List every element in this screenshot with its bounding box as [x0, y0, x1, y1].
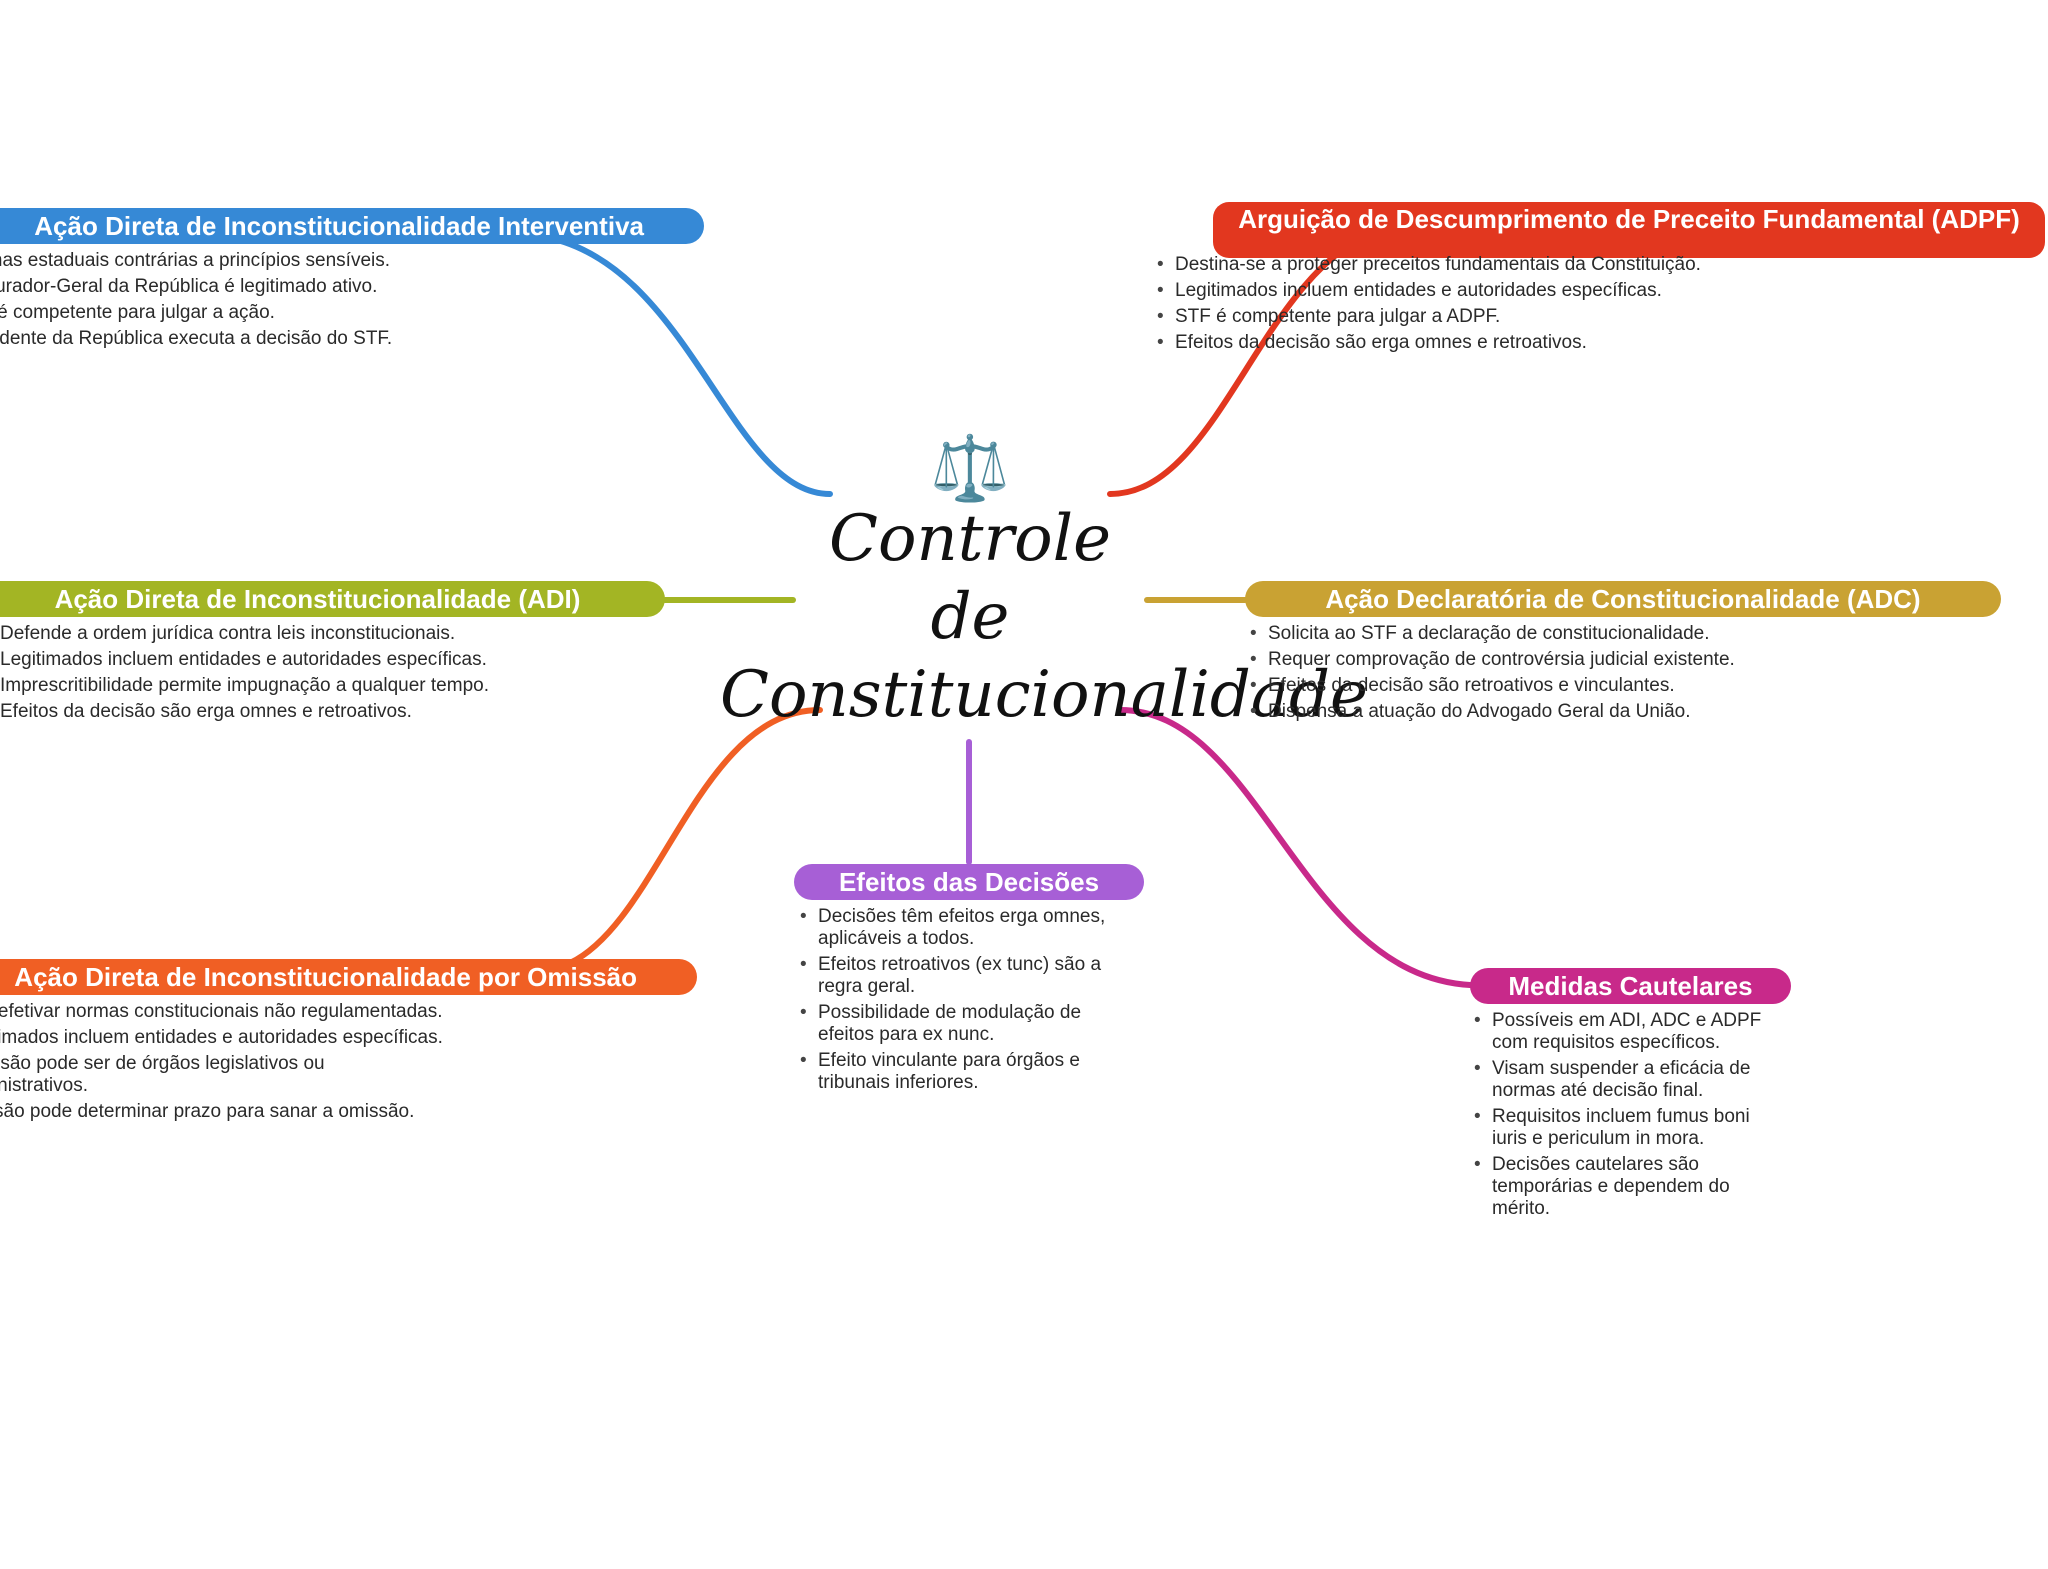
note-item: Legitimados incluem entidades e autorida… [0, 649, 502, 671]
topic-adi-interventiva[interactable]: Ação Direta de Inconstitucionalidade Int… [0, 208, 704, 244]
notes-efeitos-decisoes: Decisões têm efeitos erga omnes, aplicáv… [800, 906, 1140, 1098]
topic-adc[interactable]: Ação Declaratória de Constitucionalidade… [1245, 581, 2001, 617]
note-item: Decisões cautelares são temporárias e de… [1474, 1154, 1784, 1220]
note-item: Possíveis em ADI, ADC e ADPF com requisi… [1474, 1010, 1784, 1054]
central-title-line-3: Constitucionalidade [720, 658, 1368, 732]
note-item: Efeito vinculante para órgãos e tribunai… [800, 1050, 1140, 1094]
note-item: Efeitos da decisão são retroativos e vin… [1250, 675, 1810, 697]
notes-medidas-cautelares: Possíveis em ADI, ADC e ADPF com requisi… [1474, 1010, 1784, 1224]
notes-adc: Solicita ao STF a declaração de constitu… [1250, 623, 1810, 727]
note-item: Destina-se a proteger preceitos fundamen… [1157, 254, 1857, 276]
topic-medidas-cautelares[interactable]: Medidas Cautelares [1470, 968, 1791, 1004]
central-title-line-2: de [930, 580, 1010, 654]
central-topic[interactable]: ⚖️ Controle de Constitucionalidade [720, 430, 1368, 734]
note-item: Defende a ordem jurídica contra leis inc… [0, 623, 502, 645]
notes-ado: Visa efetivar normas constitucionais não… [0, 1001, 458, 1127]
topic-ado[interactable]: Ação Direta de Inconstitucionalidade por… [0, 959, 697, 995]
connector-interventiva [537, 233, 833, 497]
note-item: Normas estaduais contrárias a princípios… [0, 250, 398, 272]
connector-omissao [567, 707, 823, 966]
topic-efeitos-decisoes[interactable]: Efeitos das Decisões [794, 864, 1144, 900]
note-item: Presidente da República executa a decisã… [0, 328, 398, 350]
note-item: Imprescritibilidade permite impugnação a… [0, 675, 502, 697]
notes-adi-interventiva: Normas estaduais contrárias a princípios… [0, 250, 398, 354]
topic-adi[interactable]: Ação Direta de Inconstitucionalidade (AD… [0, 581, 665, 617]
notes-adpf: Destina-se a proteger preceitos fundamen… [1157, 254, 1857, 358]
note-item: Legitimados incluem entidades e autorida… [0, 1027, 458, 1049]
note-item: Visam suspender a eficácia de normas até… [1474, 1058, 1784, 1102]
note-item: Legitimados incluem entidades e autorida… [1157, 280, 1857, 302]
note-item: Decisões têm efeitos erga omnes, aplicáv… [800, 906, 1140, 950]
note-item: Efeitos da decisão são erga omnes e retr… [0, 701, 502, 723]
note-item: Efeitos da decisão são erga omnes e retr… [1157, 332, 1857, 354]
note-item: Procurador-Geral da República é legitima… [0, 276, 398, 298]
note-item: Visa efetivar normas constitucionais não… [0, 1001, 458, 1023]
note-item: Requer comprovação de controvérsia judic… [1250, 649, 1810, 671]
connector-cautelares [1117, 707, 1473, 988]
note-item: Requisitos incluem fumus boni iuris e pe… [1474, 1106, 1784, 1150]
note-item: Dispensa a atuação do Advogado Geral da … [1250, 701, 1810, 723]
topic-adpf[interactable]: Arguição de Descumprimento de Preceito F… [1213, 202, 2045, 258]
note-item: Efeitos retroativos (ex tunc) são a regr… [800, 954, 1140, 998]
note-item: Solicita ao STF a declaração de constitu… [1250, 623, 1810, 645]
note-item: Decisão pode determinar prazo para sanar… [0, 1101, 458, 1123]
note-item: STF é competente para julgar a ação. [0, 302, 398, 324]
central-title-line-1: Controle [829, 502, 1111, 576]
note-item: STF é competente para julgar a ADPF. [1157, 306, 1857, 328]
notes-adi: Defende a ordem jurídica contra leis inc… [0, 623, 502, 727]
scales-icon: ⚖️ [930, 432, 1010, 506]
note-item: Possibilidade de modulação de efeitos pa… [800, 1002, 1140, 1046]
note-item: Omissão pode ser de órgãos legislativos … [0, 1053, 458, 1097]
